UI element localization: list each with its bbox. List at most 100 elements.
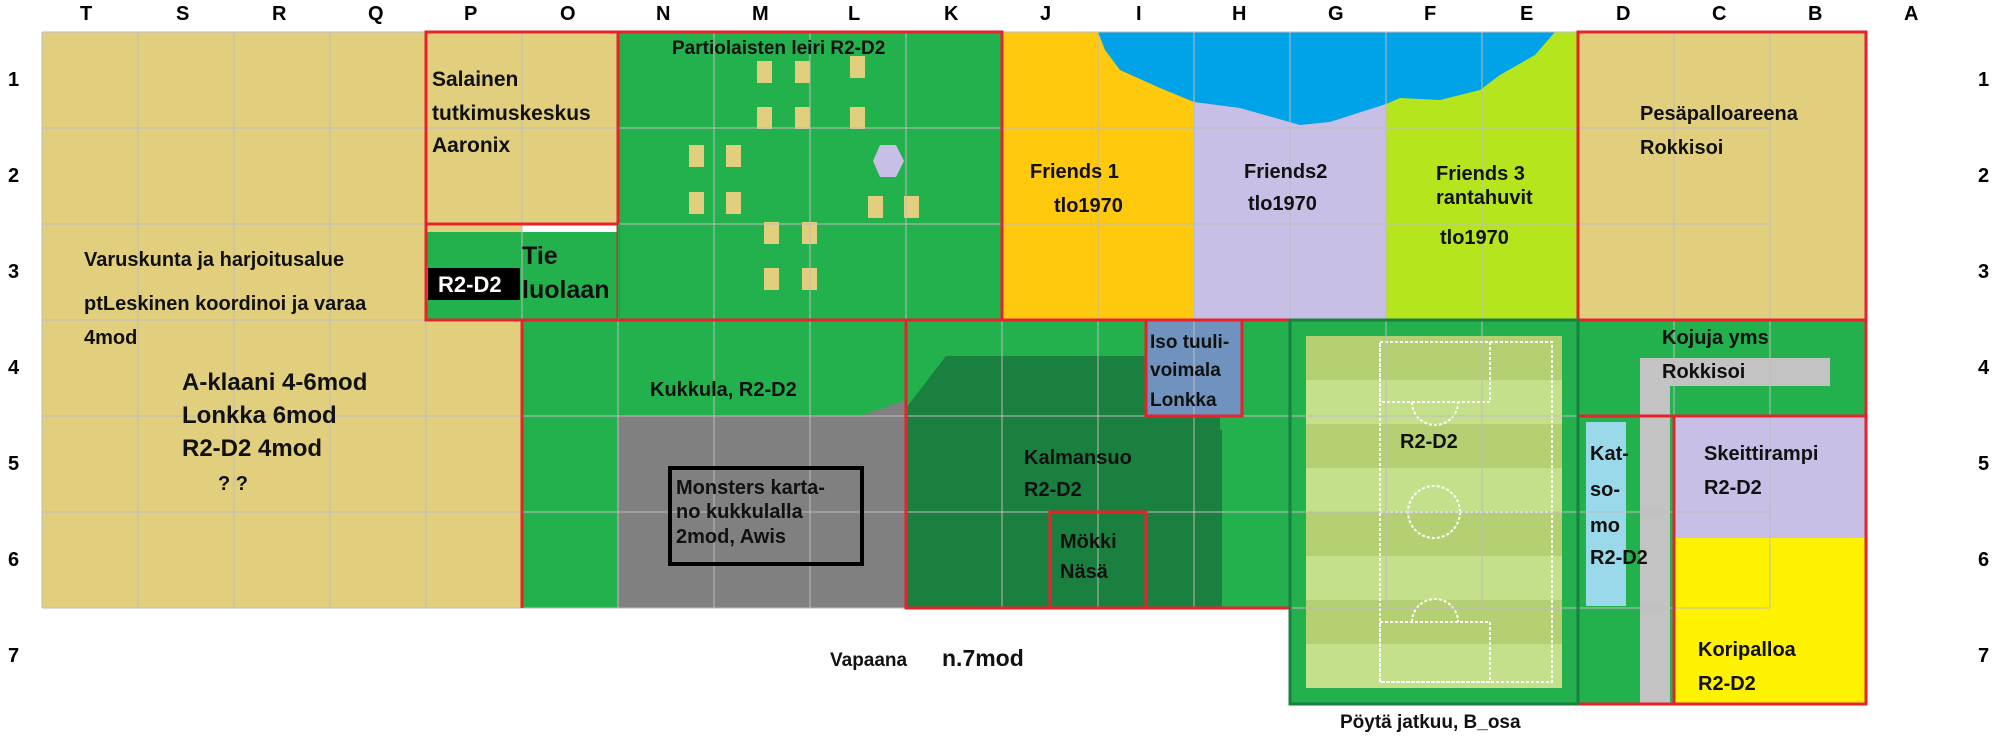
pesapallo-line-2: Rokkisoi [1640,137,1723,159]
friends3-line-2: rantahuvit [1436,187,1533,209]
kalmansuo-line-2: R2-D2 [1024,479,1082,501]
varuskunta-line-3: 4mod [84,327,137,349]
salainen-line-2: tutkimuskeskus [432,102,591,125]
katsomo-line-2: so- [1590,479,1620,501]
tie-label: Tie luolaan [522,242,610,304]
salainen-line-3: Aaronix [432,134,511,157]
mokki-line-1: Mökki [1060,531,1117,553]
mokki-label: Mökki Näsä [1060,531,1122,583]
column-label: P [464,3,477,25]
column-label: O [560,3,576,25]
koripallo-line-2: R2-D2 [1698,673,1756,695]
zone-katsomo [1586,422,1626,606]
column-label: L [848,3,860,25]
iso-tuuli-line-2: voimala [1150,360,1221,381]
monsters-line-1: Monsters karta- [676,477,825,499]
row-label-left: 4 [8,357,20,379]
iso-tuuli-line-3: Lonkka [1150,390,1217,411]
column-label: B [1808,3,1822,25]
tents [689,56,919,290]
football-label: R2-D2 [1400,431,1458,453]
kojuja-label: Kojuja yms Rokkisoi [1662,327,1774,383]
katsomo-line-1: Kat- [1590,443,1629,465]
koripallo-line-1: Koripalloa [1698,639,1797,661]
vapaana-mod-label: n.7mod [942,645,1024,671]
klaanit-line-3: R2-D2 4mod [182,435,322,462]
r2d2-badge-label: R2-D2 [438,272,502,297]
row-label-right: 5 [1978,453,1989,475]
friends1-label: Friends 1 tlo1970 [1030,161,1124,217]
row-label-right: 3 [1978,261,1989,283]
column-label: Q [368,3,384,25]
pesapallo-line-1: Pesäpalloareena [1640,103,1799,125]
column-label: A [1904,3,1918,25]
salainen-line-1: Salainen [432,68,518,91]
pesapallo-label: Pesäpalloareena Rokkisoi [1640,103,1803,159]
water-area [1098,32,1555,125]
column-label: T [80,3,92,25]
zone-pesapallo [1578,32,1866,320]
column-label: F [1424,3,1436,25]
row-label-right: 2 [1978,165,1989,187]
skeitti-line-2: R2-D2 [1704,477,1762,499]
column-label: M [752,3,769,25]
column-label: I [1136,3,1142,25]
column-label: S [176,3,189,25]
column-label: J [1040,3,1051,25]
camp-fire-hexagon [873,145,904,177]
mokki-line-2: Näsä [1060,561,1109,583]
friends3-label: Friends 3 rantahuvit tlo1970 [1436,163,1538,249]
tie-line-1: Tie [522,242,558,270]
row-label-left: 6 [8,549,19,571]
row-label-right: 7 [1978,645,1989,667]
zone-kalmansuo [906,356,1222,608]
column-label: E [1520,3,1533,25]
kojuja-line-2: Rokkisoi [1662,361,1745,383]
friends1-line-1: Friends 1 [1030,161,1119,183]
row-label-right: 1 [1978,69,1989,91]
varuskunta-line-2: ptLeskinen koordinoi ja varaa [84,293,367,315]
zone-kukkula-gray [618,400,906,608]
tie-line-2: luolaan [522,276,610,304]
row-label-right: 4 [1978,357,1990,379]
monsters-box [668,466,864,566]
klaanit-line-1: A-klaani 4-6mod [182,369,367,396]
monsters-line-2: no kukkulalla [676,501,804,523]
column-label: R [272,3,287,25]
column-label: K [944,3,959,25]
klaanit-label: A-klaani 4-6mod Lonkka 6mod R2-D2 4mod ?… [182,369,374,495]
row-label-left: 1 [8,69,19,91]
kojuja-line-1: Kojuja yms [1662,327,1769,349]
row-label-left: 5 [8,453,19,475]
katsomo-line-4: R2-D2 [1590,547,1648,569]
friends2-label: Friends2 tlo1970 [1244,161,1333,215]
r2d2-badge [428,268,520,300]
iso-tuuli-line-1: Iso tuuli- [1150,332,1229,353]
column-label: G [1328,3,1344,25]
skeitti-label: Skeittirampi R2-D2 [1704,443,1824,499]
walkway [1640,386,1670,704]
varuskunta-label: Varuskunta ja harjoitusalue ptLeskinen k… [84,249,372,349]
friends3-line-3: tlo1970 [1440,227,1509,249]
kojuja-path [1640,358,1830,386]
katsomo-line-3: mo [1590,515,1620,537]
friends2-line-1: Friends2 [1244,161,1327,183]
klaanit-line-2: Lonkka 6mod [182,402,337,429]
row-label-left: 2 [8,165,19,187]
iso-tuuli-label: Iso tuuli- voimala Lonkka [1150,332,1234,411]
kukkula-label: Kukkula, R2-D2 [650,379,797,401]
row-label-right: 6 [1978,549,1989,571]
column-label: D [1616,3,1630,25]
kalmansuo-label: Kalmansuo R2-D2 [1024,447,1137,501]
friends1-line-2: tlo1970 [1054,195,1123,217]
column-label: N [656,3,670,25]
kalmansuo-line-1: Kalmansuo [1024,447,1132,469]
klaanit-line-4: ? ? [218,473,248,495]
monsters-line-3: 2mod, Awis [676,526,786,548]
row-label-left: 7 [8,645,19,667]
skeitti-line-1: Skeittirampi [1704,443,1818,465]
monsters-label: Monsters karta- no kukkulalla 2mod, Awis [676,477,831,548]
